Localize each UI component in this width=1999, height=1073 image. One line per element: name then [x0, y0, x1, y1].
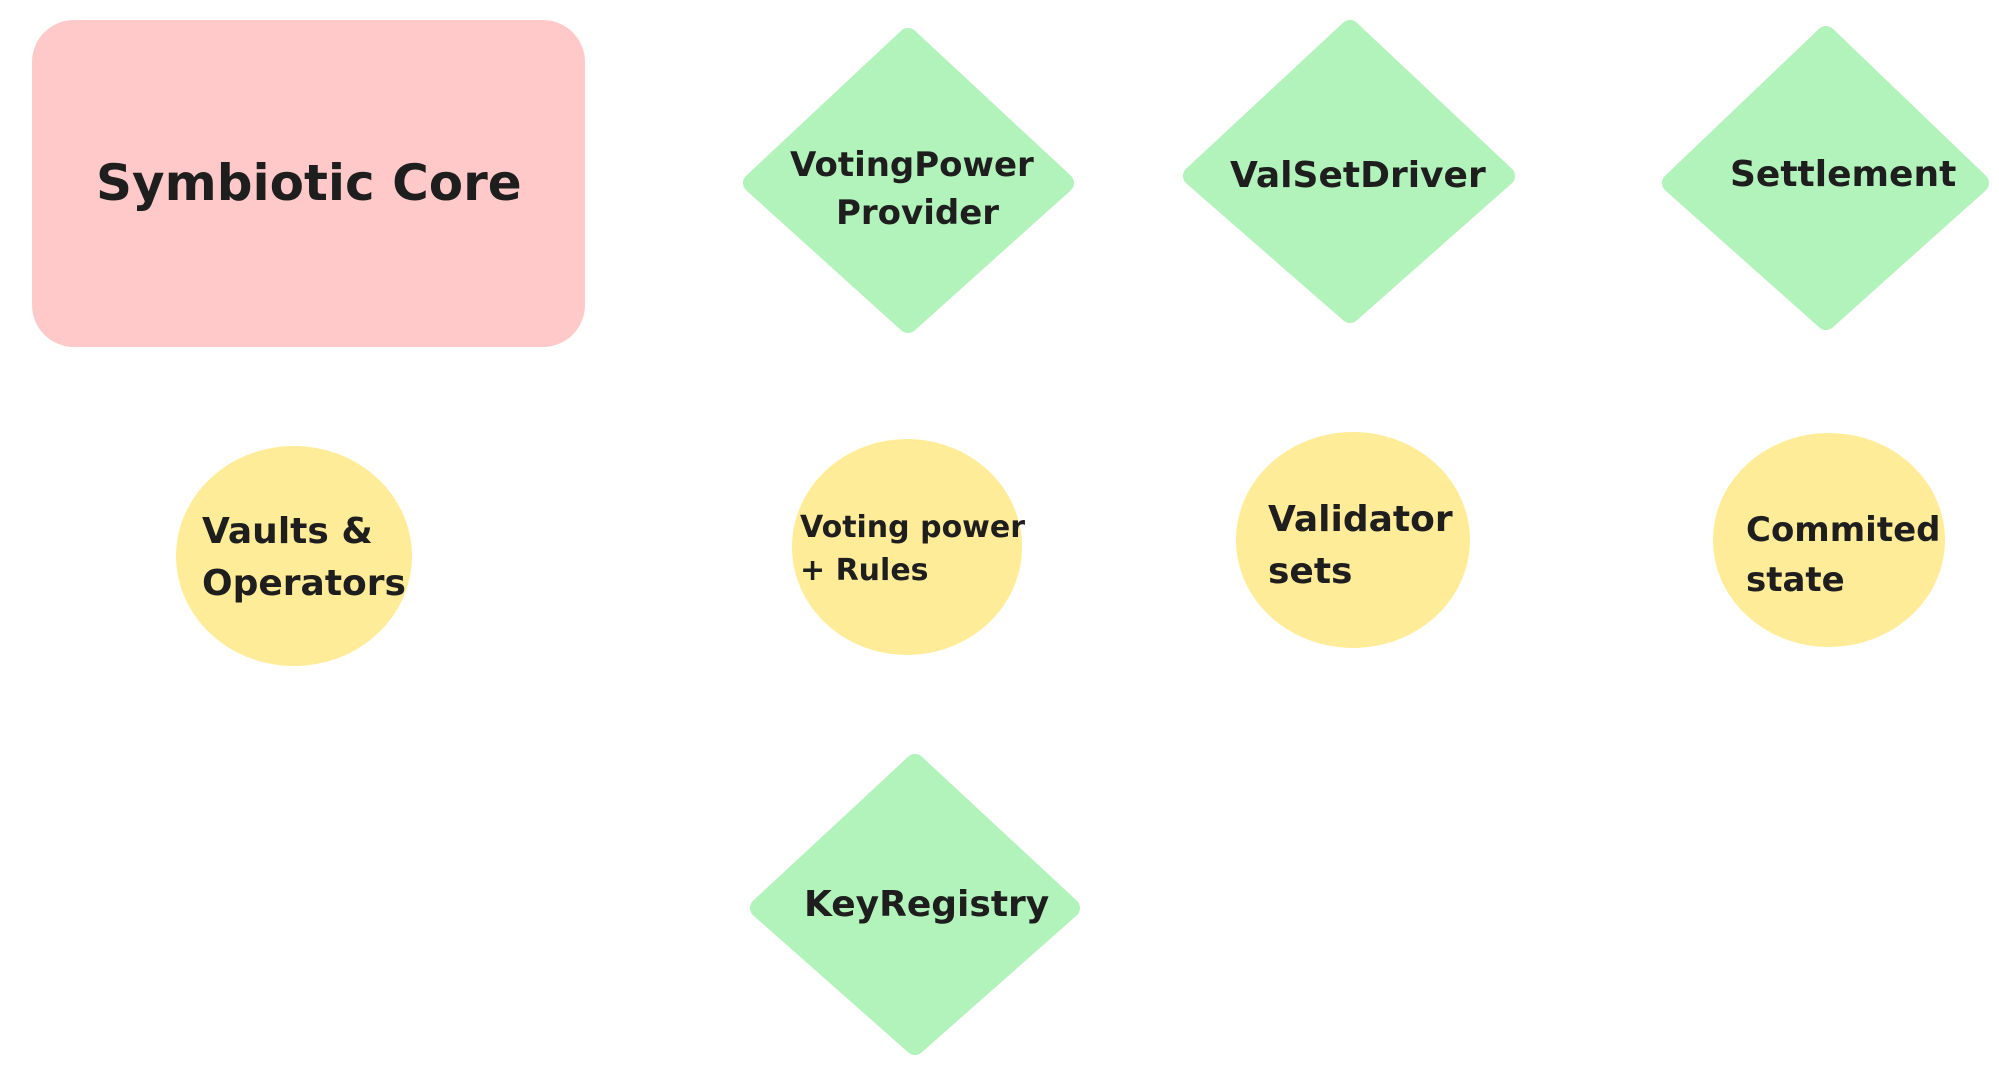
- module-key-registry: KeyRegistry: [750, 754, 1080, 1055]
- voting-power-rules-shape: [792, 439, 1022, 655]
- valset-driver-shape: [1183, 20, 1515, 323]
- validator-sets-shape: [1236, 432, 1470, 648]
- key-registry-shape: [750, 754, 1080, 1055]
- module-valset-driver: ValSetDriver: [1183, 20, 1515, 323]
- voting-power-rules-label-line-2: + Rules: [800, 553, 929, 588]
- symbiotic-core-node: Symbiotic Core: [32, 20, 585, 347]
- settlement-shape: [1662, 26, 1989, 330]
- symbiotic-core-label: Symbiotic Core: [96, 154, 522, 212]
- vaults-operators-label-line-2: Operators: [202, 563, 406, 604]
- settlement-label: Settlement: [1730, 154, 1956, 195]
- data-validator-sets: Validator sets: [1236, 432, 1470, 648]
- validator-sets-label-line-1: Validator: [1268, 499, 1453, 540]
- data-commited-state: Commited state: [1713, 433, 1945, 647]
- commited-state-label-line-2: state: [1746, 560, 1845, 600]
- voting-power-provider-shape: [743, 28, 1074, 333]
- module-voting-power-provider: VotingPower Provider: [743, 28, 1074, 333]
- voting-power-provider-label-line-1: VotingPower: [790, 145, 1034, 185]
- vaults-operators-shape: [176, 446, 412, 666]
- voting-power-rules-label-line-1: Voting power: [800, 510, 1025, 545]
- key-registry-label: KeyRegistry: [804, 884, 1049, 925]
- valset-driver-label: ValSetDriver: [1230, 155, 1486, 196]
- commited-state-shape: [1713, 433, 1945, 647]
- voting-power-provider-label-line-2: Provider: [836, 193, 999, 233]
- data-vaults-operators: Vaults & Operators: [176, 446, 412, 666]
- commited-state-label-line-1: Commited: [1746, 510, 1940, 550]
- vaults-operators-label-line-1: Vaults &: [202, 511, 373, 552]
- data-voting-power-rules: Voting power + Rules: [792, 439, 1025, 655]
- symbiotic-core-shape: [32, 20, 585, 347]
- module-settlement: Settlement: [1662, 26, 1989, 330]
- validator-sets-label-line-2: sets: [1268, 551, 1352, 592]
